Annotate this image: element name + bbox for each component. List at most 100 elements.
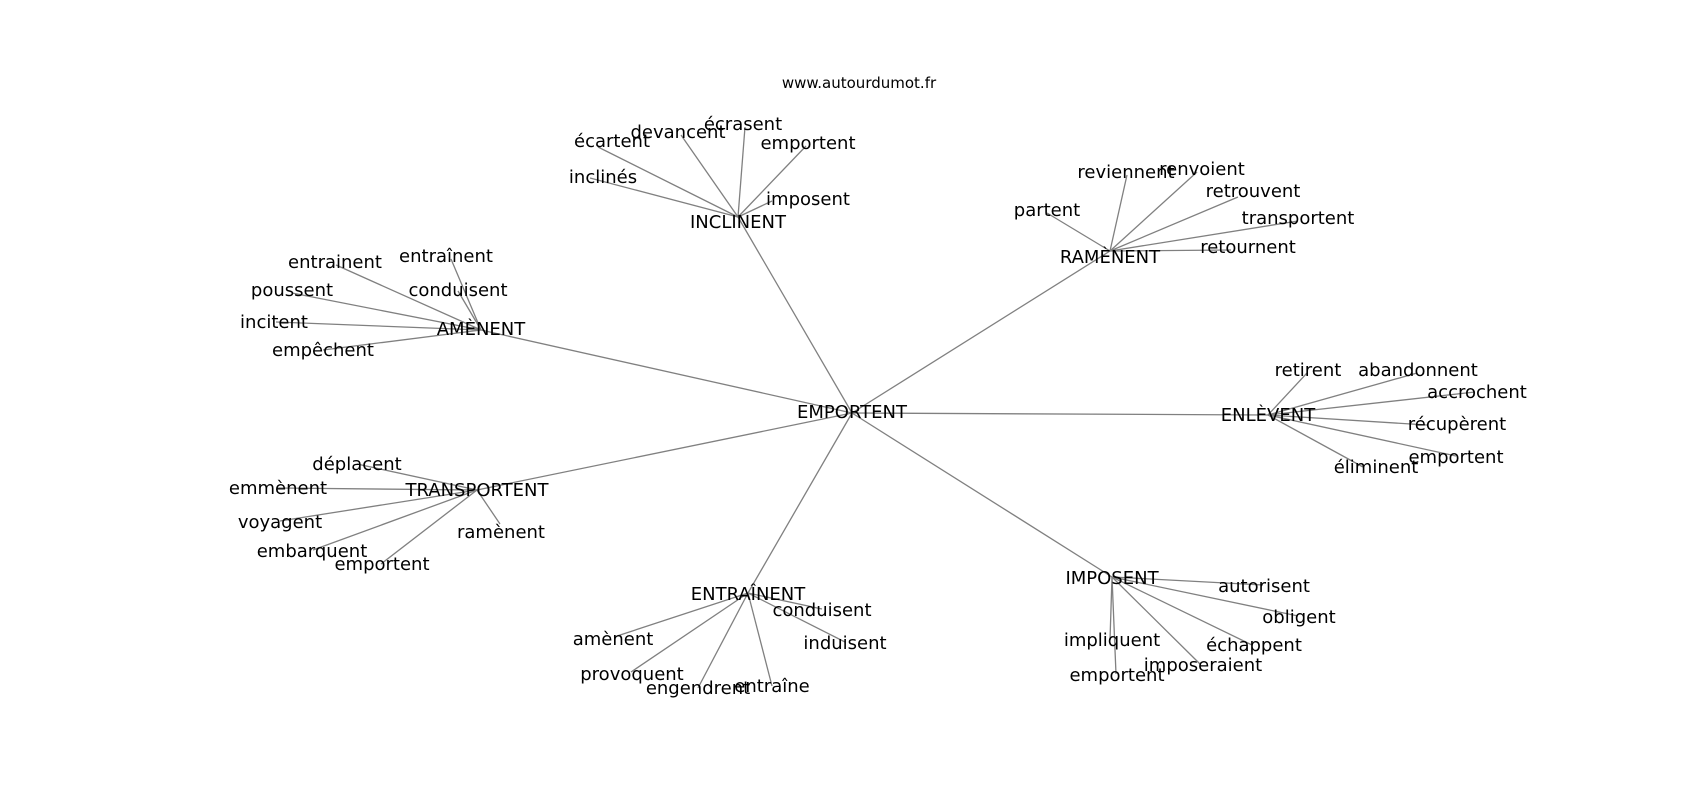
related-word-node[interactable]: voyagent [238, 512, 322, 533]
edge-hub-to-word [1267, 414, 1457, 457]
related-word-node[interactable]: reviennent [1077, 162, 1174, 183]
edge-hub-to-word [697, 592, 749, 689]
edge-hub-to-word [747, 592, 773, 687]
related-word-node[interactable]: impliquent [1064, 630, 1160, 651]
related-word-node[interactable]: accrochent [1427, 382, 1527, 403]
related-word-node[interactable]: retournent [1200, 237, 1296, 258]
related-word-node[interactable]: provoquent [580, 664, 683, 685]
related-word-node[interactable]: induisent [803, 633, 886, 654]
edge-center-to-hub [747, 412, 853, 594]
related-word-node[interactable]: écartent [574, 131, 650, 152]
edge-hub-to-word [613, 592, 749, 638]
edge-hub-to-word [1109, 249, 1232, 252]
edge-hub-to-word [450, 258, 482, 331]
related-word-node[interactable]: entraîne [734, 676, 809, 697]
related-word-node[interactable]: autorisent [1218, 576, 1310, 597]
edge-hub-to-word [747, 592, 846, 643]
edge-hub-to-word [1267, 391, 1476, 416]
edge-hub-to-word [747, 592, 823, 610]
hub-word-node[interactable]: ENTRAÎNENT [691, 583, 807, 605]
related-word-node[interactable]: emmènent [229, 478, 327, 499]
edge-hub-to-word [276, 487, 478, 491]
related-word-node[interactable]: emportent [334, 554, 429, 575]
edge-hub-to-word [275, 321, 482, 331]
edge-hub-to-word [680, 134, 739, 218]
edge-hub-to-word [737, 145, 807, 218]
edge-hub-to-word [1267, 372, 1308, 416]
edge-hub-to-word [1111, 576, 1299, 617]
hub-word-node[interactable]: RAMÈNENT [1060, 246, 1161, 268]
edge-hub-to-word [1267, 414, 1364, 468]
related-word-node[interactable]: emportent [1069, 665, 1164, 686]
hub-word-node[interactable]: IMPOSENT [1065, 568, 1159, 589]
hub-word-node[interactable]: AMÈNENT [437, 318, 527, 340]
edge-hub-to-word [1111, 576, 1201, 665]
edge-hub-to-word [476, 489, 501, 525]
related-word-node[interactable]: embarquent [257, 541, 368, 562]
edge-hub-to-word [291, 292, 482, 331]
related-word-node[interactable]: empêchent [272, 340, 374, 361]
related-word-node[interactable]: emportent [760, 133, 855, 154]
edge-hub-to-word [1267, 372, 1418, 416]
related-word-node[interactable]: entraînent [399, 246, 493, 267]
edge-center-to-hub [737, 216, 853, 414]
edge-hub-to-word [597, 146, 739, 218]
related-word-node[interactable]: obligent [1262, 607, 1335, 628]
edge-hub-to-word [1109, 576, 1113, 641]
related-word-node[interactable]: conduisent [408, 280, 507, 301]
related-word-node[interactable]: abandonnent [1358, 360, 1478, 381]
related-word-node[interactable]: récupèrent [1408, 414, 1506, 435]
related-word-node[interactable]: devancent [630, 122, 725, 143]
edge-hub-to-word [1111, 576, 1264, 586]
related-word-node[interactable]: échappent [1206, 635, 1302, 656]
related-word-node[interactable]: conduisent [772, 600, 871, 621]
related-word-node[interactable]: inclinés [569, 167, 637, 188]
graph-labels: EMPORTENT INCLINENT écartentdevancentécras… [229, 114, 1527, 699]
edge-hub-to-word [737, 200, 773, 218]
related-word-node[interactable]: poussent [251, 280, 333, 301]
related-word-node[interactable]: amènent [573, 629, 654, 650]
related-word-node[interactable]: transportent [1242, 208, 1355, 229]
edge-hub-to-word [322, 329, 482, 351]
related-word-node[interactable]: éliminent [1334, 457, 1419, 478]
related-word-node[interactable]: engendrent [646, 678, 750, 699]
edge-hub-to-word [356, 463, 478, 491]
related-word-node[interactable]: écrasent [704, 114, 782, 135]
related-word-node[interactable]: emportent [1408, 447, 1503, 468]
site-credit: www.autourdumot.fr [782, 74, 937, 92]
edge-center-to-hub [851, 250, 1111, 414]
graph-edges [275, 126, 1476, 689]
edge-hub-to-word [630, 592, 749, 673]
edge-center-to-hub [476, 412, 853, 491]
center-word-node[interactable]: EMPORTENT [797, 402, 908, 423]
related-word-node[interactable]: partent [1014, 200, 1080, 221]
related-word-node[interactable]: déplacent [312, 454, 401, 475]
edge-center-to-hub [480, 329, 853, 414]
edge-center-to-hub [851, 412, 1269, 416]
edge-hub-to-word [312, 489, 478, 551]
related-word-node[interactable]: renvoient [1159, 159, 1245, 180]
edge-hub-to-word [737, 126, 746, 218]
related-word-node[interactable]: retirent [1275, 360, 1342, 381]
edge-hub-to-word [380, 489, 478, 565]
edge-hub-to-word [335, 264, 482, 331]
hub-word-node[interactable]: INCLINENT [690, 212, 787, 233]
edge-hub-to-word [1111, 576, 1253, 646]
edge-hub-to-word [1267, 414, 1428, 426]
related-word-node[interactable]: entrainent [288, 252, 382, 273]
hub-word-node[interactable]: TRANSPORTENT [404, 480, 549, 501]
edge-hub-to-word [1111, 576, 1117, 675]
related-word-node[interactable]: imposeraient [1144, 655, 1262, 676]
edge-hub-to-word [1109, 196, 1239, 252]
related-word-node[interactable]: incitent [240, 312, 308, 333]
related-word-node[interactable]: retrouvent [1206, 181, 1301, 202]
hub-word-node[interactable]: ENLÈVENT [1221, 404, 1316, 426]
edge-hub-to-word [1046, 212, 1111, 252]
edge-hub-to-word [1109, 171, 1198, 252]
edge-hub-to-word [1109, 174, 1128, 252]
related-word-node[interactable]: imposent [766, 189, 850, 210]
edge-hub-to-word [279, 489, 478, 522]
related-word-node[interactable]: ramènent [457, 522, 545, 543]
